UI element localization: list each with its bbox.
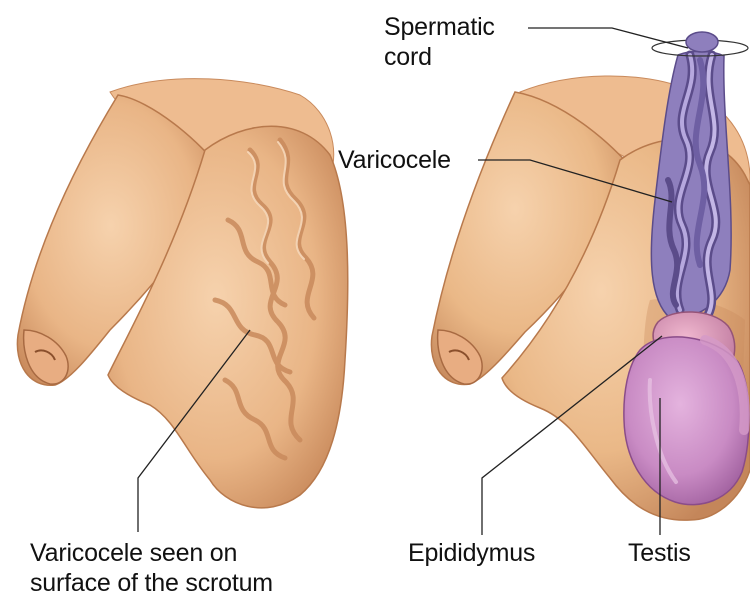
right-figure bbox=[431, 32, 750, 520]
varicocele-label: Varicocele bbox=[338, 145, 451, 175]
testis-label: Testis bbox=[628, 538, 691, 568]
varicocele-surface-label-line1: Varicocele seen on bbox=[30, 538, 273, 568]
varicocele-surface-label-line2: surface of the scrotum bbox=[30, 568, 273, 597]
spermatic-cord-label-line1: Spermatic bbox=[384, 12, 495, 42]
leader-spermatic-cord bbox=[528, 28, 688, 48]
testis-label-text: Testis bbox=[628, 538, 691, 568]
varicocele-surface-label: Varicocele seen on surface of the scrotu… bbox=[30, 538, 273, 597]
spermatic-cord-label: Spermatic cord bbox=[384, 12, 495, 72]
epididymus-label-text: Epididymus bbox=[408, 538, 535, 568]
varicocele-label-text: Varicocele bbox=[338, 145, 451, 175]
spermatic-cord-label-line2: cord bbox=[384, 42, 495, 72]
epididymus-label: Epididymus bbox=[408, 538, 535, 568]
left-figure bbox=[17, 79, 347, 508]
